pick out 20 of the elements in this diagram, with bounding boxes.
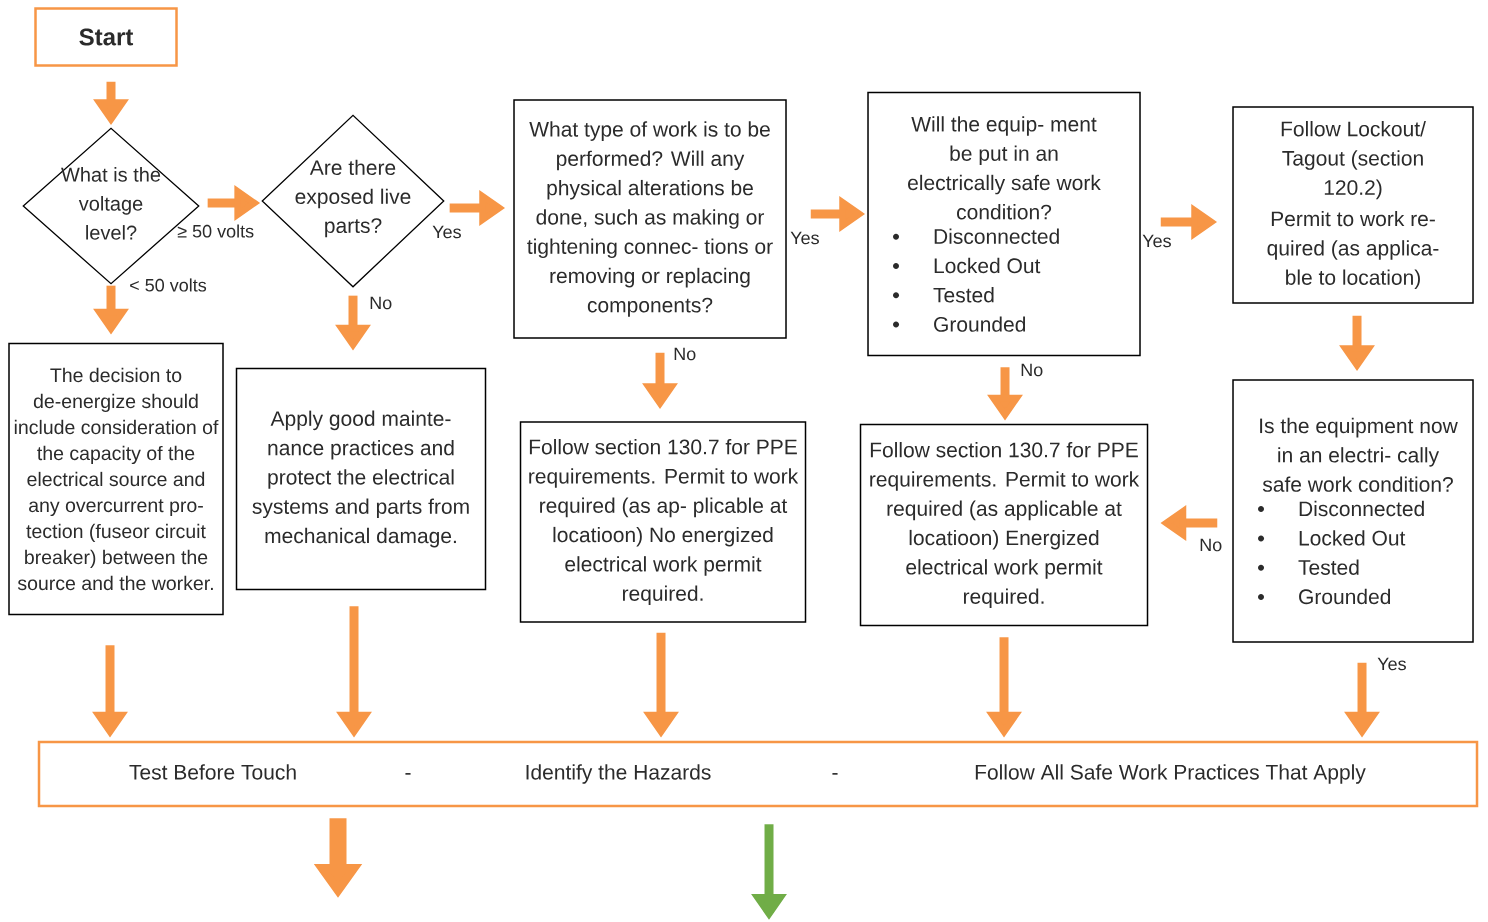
process-box: Follow Lockout/ Tagout (section 120.2) Permit to work re- quired (as applica- ble to location) xyxy=(1232,106,1474,304)
process-box: The decision to de-energize should include consideration of the capacity of the electrical source and any overcurrent pro- tection (fuseor circuit breaker) between the source and the worker. xyxy=(8,342,224,616)
edge-label: No xyxy=(370,296,392,310)
edge-label: < 50 volts xyxy=(130,278,207,292)
process-box: Apply good mainte- nance practices and protect the electrical systems and parts from mechanical damage. xyxy=(235,367,487,591)
process-box: What type of work is to be performed? Will any physical alterations be done, such as making or tightening connec- tions or removing or replacing components? xyxy=(513,99,787,339)
edge-label: No xyxy=(674,347,696,361)
banner-box: Test Before Touch - Identify the Hazards - Follow All Safe Work Practices That Apply xyxy=(37,740,1479,808)
process-box: Follow section 130.7 for PPE requirements. Permit to work required (as applicable at locatioon) Energized electrical work permit required. xyxy=(859,423,1149,627)
edge-label: Yes xyxy=(790,231,819,245)
process-box: Follow section 130.7 for PPE requirements. Permit to work required (as ap- plicable at locatioon) No energized electrical work permit required. xyxy=(519,421,807,623)
process-box: Will the equip- ment be put in an electrically safe work condition? Disconnected Locked Out Tested Grounded xyxy=(867,91,1141,357)
edge-label: Yes xyxy=(1377,657,1406,671)
edge-label: No xyxy=(1200,538,1222,552)
edge-label: ≥ 50 volts xyxy=(177,224,254,238)
edge-label: No xyxy=(1021,363,1043,377)
edge-label: Yes xyxy=(1142,234,1171,248)
start-box: Start xyxy=(34,7,178,67)
process-box: Is the equipment now in an electri- cally safe work condition? Disconnected Locked Out Tested Grounded xyxy=(1232,379,1474,643)
edge-label: Yes xyxy=(432,225,461,239)
